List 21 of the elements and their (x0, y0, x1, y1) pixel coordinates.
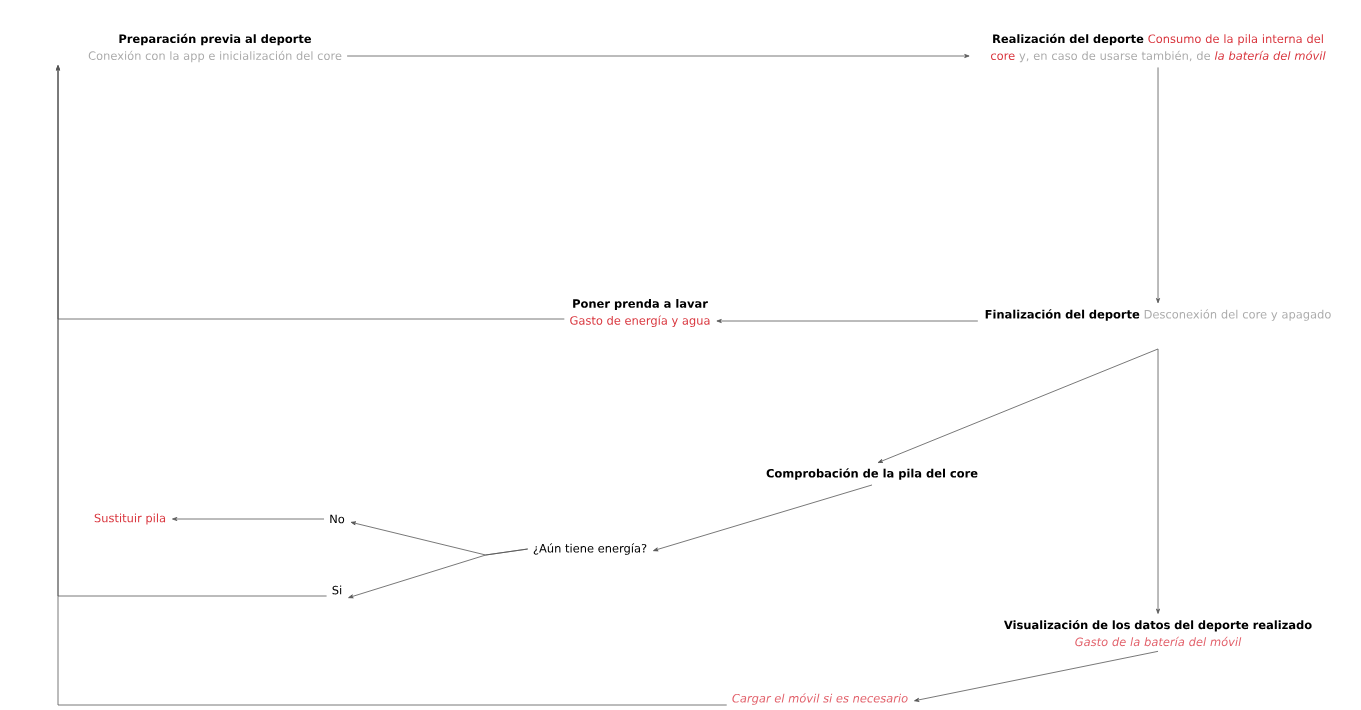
arrow (348, 548, 529, 599)
arrow (914, 650, 1159, 702)
arrow (877, 348, 1159, 463)
arrow (1156, 67, 1161, 304)
step-label: Poner prenda a lavar Gasto de energía y agua (570, 299, 710, 327)
step-label: No (330, 514, 345, 524)
step-label: Sustituir pila (94, 513, 166, 525)
step-label: Finalización del deporte Desconexión del core y apagado (985, 309, 1331, 321)
step-label: Cargar el móvil si es necesario (732, 693, 908, 705)
arrow (716, 319, 979, 323)
arrow (172, 517, 325, 521)
arrow (346, 54, 970, 58)
step-label: Si (332, 585, 342, 595)
arrow (1156, 348, 1161, 614)
arrow (653, 484, 873, 552)
step-label: ¿Aún tiene energía? (533, 543, 647, 555)
step-label: Realización del deporte Consumo de la pila interna del core y, en caso de usarse también, de la batería del móvil (990, 33, 1326, 63)
step-label: Visualización de los datos del deporte realizado Gasto de la batería del móvil (1003, 619, 1312, 647)
step-label: Comprobación de la pila del core (766, 468, 978, 480)
step-label: Preparación previa al deporte Conexión con la app e inicialización del core (88, 33, 342, 63)
arrow (56, 65, 728, 706)
